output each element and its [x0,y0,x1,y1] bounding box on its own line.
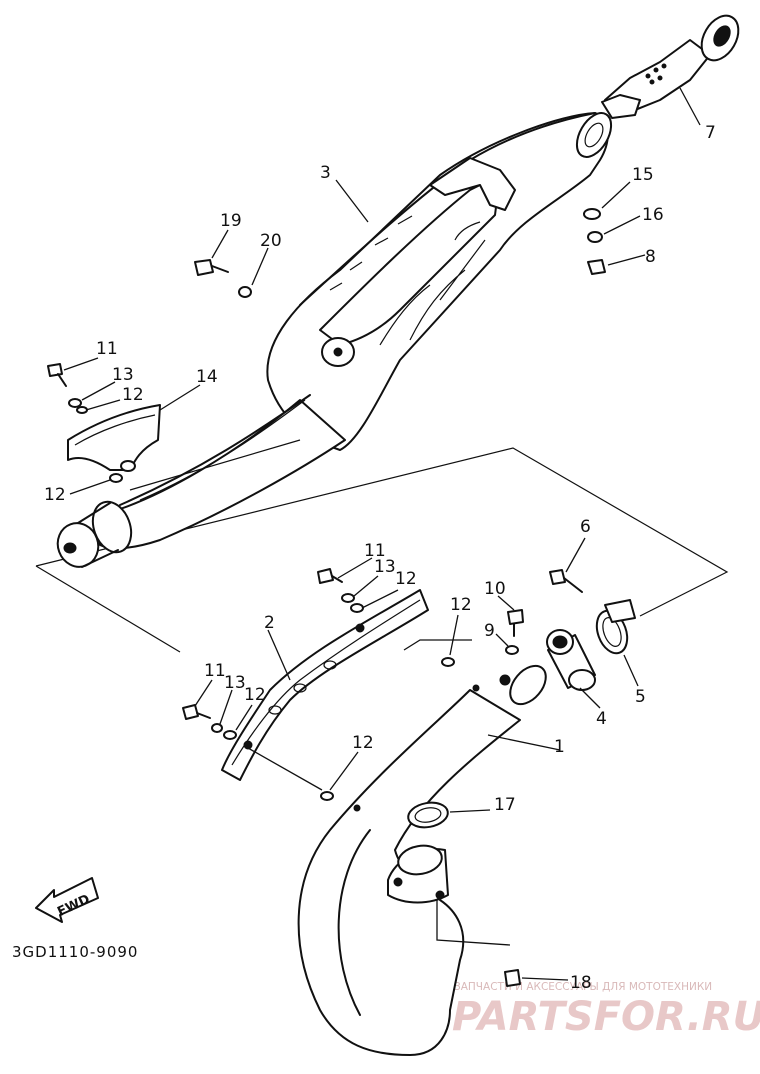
label-part-20: 20 [260,231,282,251]
watermark: ЗАПЧАСТИ И АКСЕССУАРЫ ДЛЯ МОТОТЕХНИКИ PA… [452,981,760,1040]
label-part-15: 15 [632,165,654,185]
label-part-6: 6 [580,517,591,537]
part-labels: 1 2 3 4 5 6 7 8 9 10 11 11 11 12 12 12 1… [44,123,716,993]
watermark-brand: PARTSFOR.RU [452,994,760,1040]
label-part-7: 7 [705,123,716,143]
muffler-part-3 [56,112,613,568]
label-part-12-c: 12 [395,569,417,589]
label-part-12-b: 12 [44,485,66,505]
label-part-9: 9 [484,621,495,641]
leader-lines [63,87,701,981]
label-part-11-a: 11 [96,339,118,359]
diagram-code: 3GD1110-9090 [12,943,138,961]
clamp-part-5 [595,599,636,655]
label-part-11-b: 11 [364,541,386,561]
label-part-4: 4 [596,709,607,729]
label-part-16: 16 [642,205,664,225]
label-part-17: 17 [494,795,516,815]
label-part-18: 18 [570,973,592,993]
label-part-5: 5 [635,687,646,707]
label-part-2: 2 [264,613,275,633]
label-part-8: 8 [645,247,656,267]
label-part-13-b: 13 [374,557,396,577]
sleeve-part-4 [546,629,596,691]
fasteners [47,208,606,987]
label-part-11-c: 11 [204,661,226,681]
label-part-12-f: 12 [352,733,374,753]
protector-part-14 [67,404,161,472]
exhaust-pipe-part-1 [297,664,547,1056]
bracket-part-2 [221,589,429,781]
label-part-13-c: 13 [224,673,246,693]
fwd-arrow: FWD [35,877,99,923]
label-part-13-a: 13 [112,365,134,385]
label-part-12-e: 12 [244,685,266,705]
subassembly-frame [35,447,729,653]
label-part-14: 14 [196,367,218,387]
label-part-12-a: 12 [122,385,144,405]
tailpipe-part-7 [601,14,740,119]
label-part-1: 1 [554,737,565,757]
label-part-19: 19 [220,211,242,231]
label-part-3: 3 [320,163,331,183]
label-part-12-d: 12 [450,595,472,615]
label-part-10: 10 [484,579,506,599]
